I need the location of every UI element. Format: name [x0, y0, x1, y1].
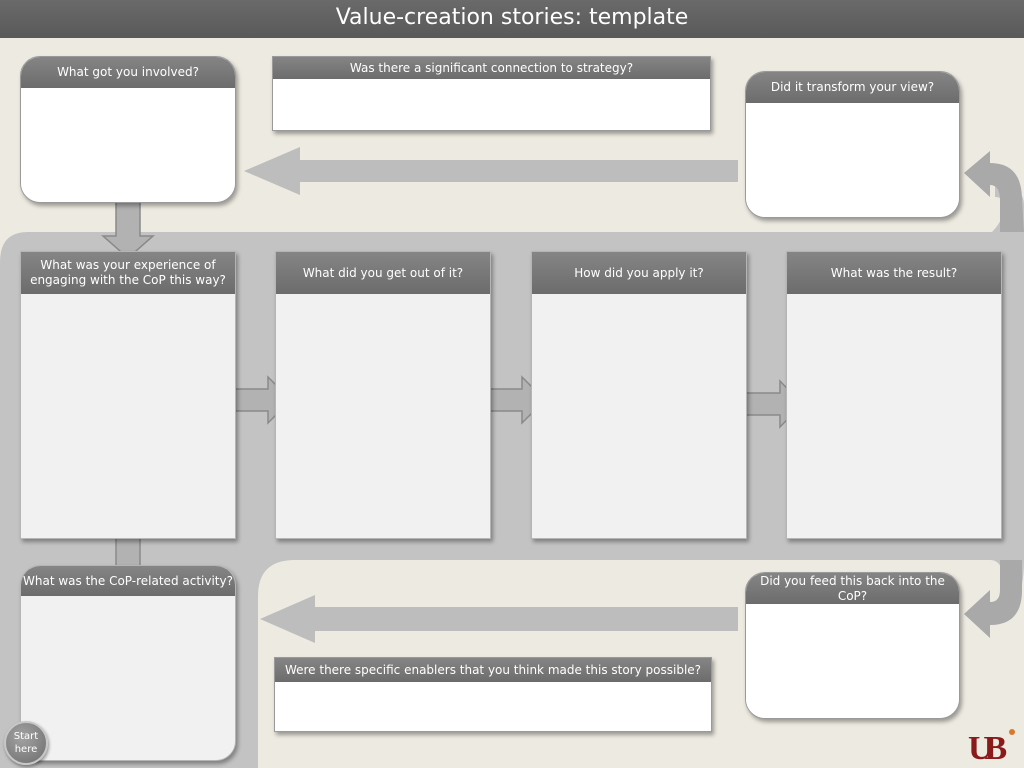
arrow-return-bottom [964, 560, 1022, 638]
flow-band-upper [0, 232, 1024, 768]
enablers-input-area[interactable] [275, 682, 711, 731]
transform-header: Did it transform your view? [746, 72, 959, 103]
apply-input-area[interactable] [532, 294, 746, 538]
strategy-box[interactable]: Was there a significant connection to st… [272, 56, 711, 131]
page-title: Value-creation stories: template [0, 0, 1024, 38]
logo-dot [1009, 729, 1015, 735]
arrow-bottom-left [260, 595, 738, 643]
get-out-box[interactable]: What did you get out of it? [275, 251, 491, 539]
get-out-input-area[interactable] [276, 294, 490, 538]
involved-header: What got you involved? [21, 57, 235, 88]
involved-box[interactable]: What got you involved? [20, 56, 236, 203]
experience-header: What was your experience of engaging wit… [21, 252, 235, 294]
arrow-down-involved [101, 195, 155, 259]
experience-input-area[interactable] [21, 294, 235, 538]
enablers-box[interactable]: Were there specific enablers that you th… [274, 657, 712, 732]
ub-logo: UB [968, 729, 1015, 766]
arrow-top-left [244, 147, 738, 195]
transform-box[interactable]: Did it transform your view? [745, 71, 960, 218]
feed-back-box[interactable]: Did you feed this back into the CoP? [745, 572, 960, 719]
feed-back-header: Did you feed this back into the CoP? [746, 573, 959, 604]
transform-input-area[interactable] [746, 103, 959, 217]
strategy-input-area[interactable] [273, 79, 710, 130]
get-out-header: What did you get out of it? [276, 252, 490, 294]
result-input-area[interactable] [787, 294, 1001, 538]
enablers-header: Were there specific enablers that you th… [275, 658, 711, 682]
experience-box[interactable]: What was your experience of engaging wit… [20, 251, 236, 539]
activity-box[interactable]: What was the CoP-related activity? [20, 565, 236, 761]
result-header: What was the result? [787, 252, 1001, 294]
apply-header: How did you apply it? [532, 252, 746, 294]
arrow-return-top [964, 151, 1024, 232]
start-here-button[interactable]: Start here [4, 721, 48, 765]
involved-input-area[interactable] [21, 88, 235, 202]
activity-input-area[interactable] [21, 596, 235, 760]
activity-header: What was the CoP-related activity? [21, 566, 235, 596]
logo-text: UB [968, 730, 1007, 766]
apply-box[interactable]: How did you apply it? [531, 251, 747, 539]
strategy-header: Was there a significant connection to st… [273, 57, 710, 79]
feed-back-input-area[interactable] [746, 604, 959, 718]
result-box[interactable]: What was the result? [786, 251, 1002, 539]
